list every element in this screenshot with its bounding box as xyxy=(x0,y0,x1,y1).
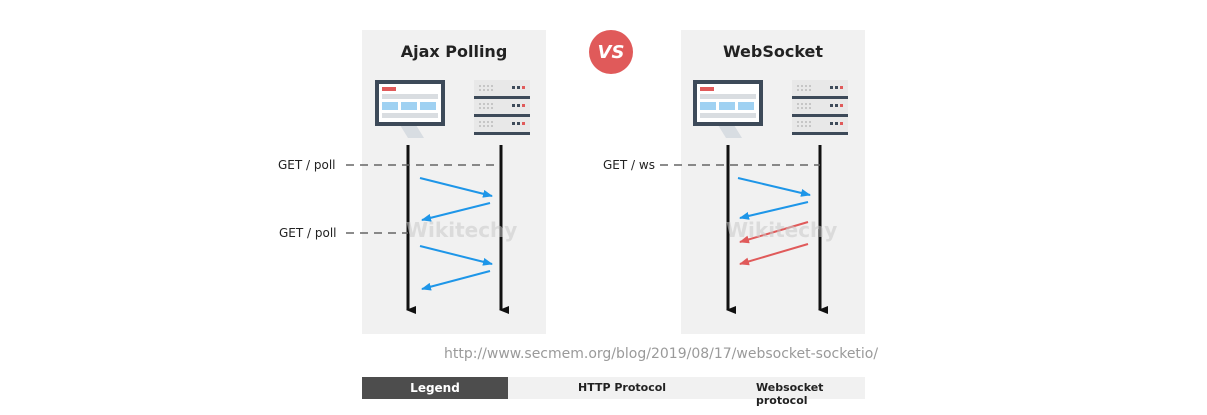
server-icon xyxy=(792,80,848,135)
legend-http-label: HTTP Protocol xyxy=(578,381,667,394)
http-arrow xyxy=(421,270,491,291)
http-arrow xyxy=(421,202,491,222)
request-label: GET / ws xyxy=(603,158,655,172)
vs-badge: VS xyxy=(589,30,633,74)
websocket-arrow xyxy=(739,243,809,266)
server-icon xyxy=(474,80,530,135)
websocket-arrow xyxy=(739,221,809,244)
request-label: GET / poll xyxy=(279,226,337,240)
legend-websocket-label: Websocket protocol xyxy=(756,381,824,407)
watermark-logo: Wikitechy xyxy=(726,218,838,242)
request-label: GET / poll xyxy=(278,158,336,172)
watermark-logo: Wikitechy xyxy=(406,218,518,242)
client-monitor-icon xyxy=(693,80,763,138)
http-arrow xyxy=(739,201,809,220)
legend-title: Legend xyxy=(362,377,508,399)
client-monitor-icon xyxy=(375,80,445,138)
source-url: http://www.secmem.org/blog/2019/08/17/we… xyxy=(444,346,879,362)
ajax-polling-title: Ajax Polling xyxy=(400,42,508,61)
http-arrow xyxy=(419,245,493,266)
http-arrow xyxy=(737,177,811,197)
http-arrow xyxy=(419,177,493,198)
websocket-title: WebSocket xyxy=(722,42,824,61)
legend: Legend HTTP Protocol Websocket protocol xyxy=(362,377,865,407)
